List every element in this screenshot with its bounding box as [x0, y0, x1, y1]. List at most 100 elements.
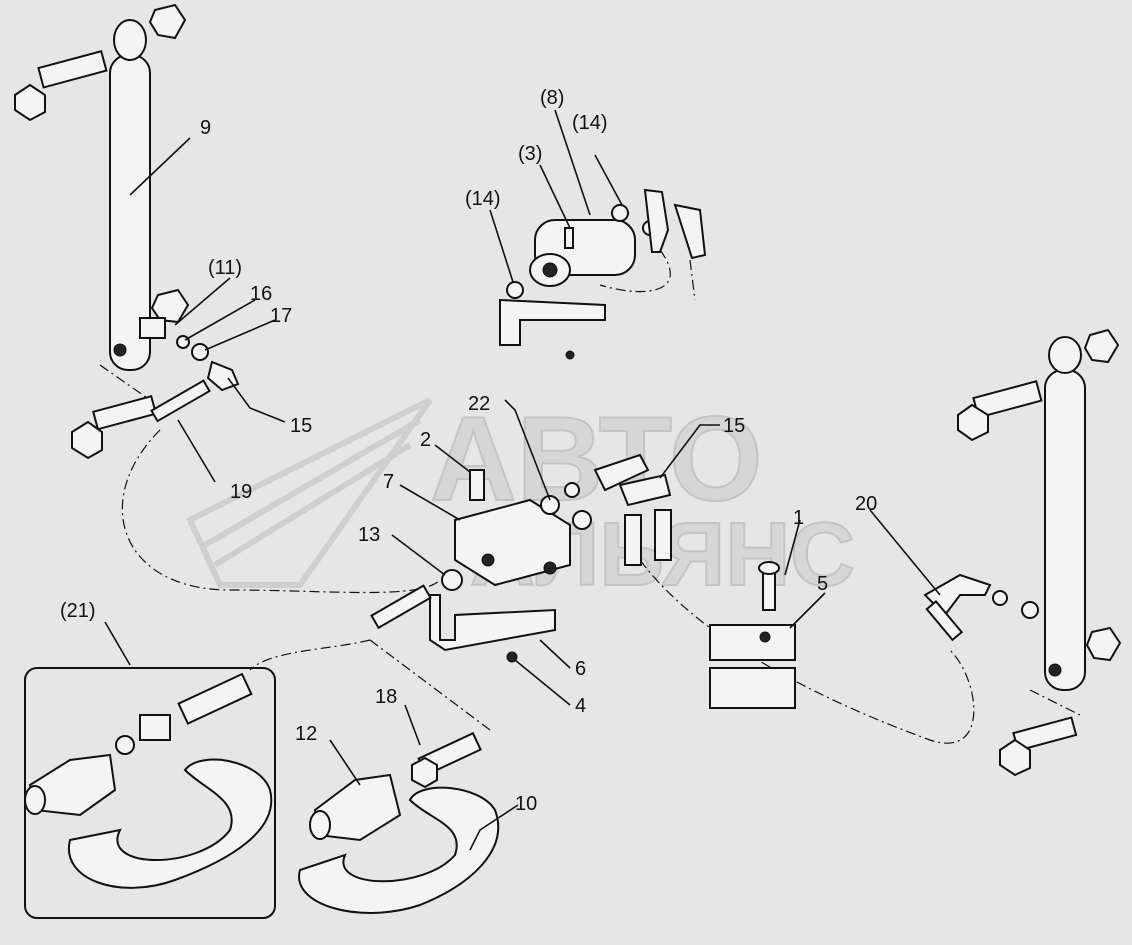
callout-21: (21)	[60, 600, 96, 622]
leader-lines	[104, 109, 941, 851]
dust-strap	[298, 786, 500, 914]
watermark-stripe	[203, 417, 422, 548]
cylinder-body	[1044, 369, 1086, 691]
hose-route	[1029, 689, 1081, 716]
kit-frame	[24, 667, 276, 919]
bolt-head	[14, 83, 46, 122]
hose-end	[673, 203, 707, 260]
elbow-fitting	[206, 360, 240, 392]
fitting-nut	[411, 756, 438, 789]
callout-16: 16	[250, 283, 272, 305]
nut	[148, 3, 187, 40]
washer	[176, 335, 190, 349]
cylinder-hole	[1048, 663, 1062, 677]
block-port	[481, 553, 495, 567]
hose-end	[177, 672, 253, 725]
leader-5	[789, 592, 826, 629]
clamp-hole	[759, 631, 771, 643]
washer	[564, 482, 580, 498]
hose-end	[925, 600, 964, 642]
elbow-fitting	[618, 473, 672, 507]
hose-end	[150, 379, 211, 423]
callout-22: 22	[468, 393, 490, 415]
elbow-fitting	[593, 453, 650, 492]
valve-assembly-top	[499, 188, 707, 360]
cylinder-left	[14, 3, 240, 460]
block-port	[543, 561, 557, 575]
seal-ring	[115, 735, 135, 755]
callout-4: 4	[575, 695, 586, 717]
leader-12	[329, 739, 361, 786]
callout-19: 19	[230, 481, 252, 503]
callout-11: (11)	[208, 257, 242, 279]
hose-route	[249, 639, 371, 671]
callout-17: 17	[270, 305, 292, 327]
hose-routes	[99, 249, 1081, 744]
callout-15a: 15	[290, 415, 312, 437]
callout-14a: (14)	[465, 188, 501, 210]
leader-4	[514, 659, 571, 706]
callout-15b: 15	[723, 415, 745, 437]
leader-13	[391, 534, 446, 576]
leader-14a	[489, 209, 514, 283]
watermark-line1: АВТО	[430, 392, 762, 526]
leader-10	[469, 804, 519, 851]
nut	[1083, 328, 1120, 364]
fitting	[540, 495, 560, 515]
valve-port-hole	[542, 262, 558, 278]
leader-11	[174, 277, 231, 326]
clamp-block	[709, 561, 796, 709]
callout-14b: (14)	[572, 112, 608, 134]
callout-9: 9	[200, 117, 211, 139]
hose-route-left	[121, 429, 441, 594]
leader-2	[434, 444, 471, 473]
hose-end	[370, 584, 432, 630]
hose-end	[624, 514, 642, 566]
seal-ring	[191, 343, 209, 361]
bolt-head	[999, 738, 1031, 777]
callout-2: 2	[420, 429, 431, 451]
clamp-screw	[762, 569, 776, 611]
leader-18	[404, 704, 421, 746]
valve-block-center	[370, 453, 672, 663]
mounting-bracket	[429, 594, 556, 652]
coupler-12	[298, 731, 500, 914]
leader-7	[399, 484, 461, 521]
marker-dot	[506, 651, 518, 663]
fitting	[611, 204, 629, 222]
leader-9	[129, 137, 191, 196]
callout-12: 12	[295, 723, 317, 745]
bolt-shank	[37, 50, 108, 89]
nut	[1085, 626, 1122, 662]
spacer	[139, 317, 166, 339]
coupling-kit	[24, 667, 276, 919]
leader-15a	[227, 377, 286, 423]
watermark-wing	[186, 397, 433, 588]
callout-5: 5	[817, 573, 828, 595]
callout-3: (3)	[518, 143, 542, 165]
adapter	[139, 714, 171, 741]
leader-1	[784, 519, 801, 576]
hose-route	[369, 639, 491, 731]
hose-route	[689, 259, 696, 301]
clamp-upper	[709, 624, 796, 661]
callout-7: 7	[383, 471, 394, 493]
leader-21	[104, 621, 131, 666]
bolt-head	[71, 420, 103, 460]
bolt-shank	[92, 395, 158, 431]
watermark-stripe	[213, 442, 412, 568]
leader-15b	[659, 424, 720, 479]
hose-route-top	[599, 249, 671, 293]
leader-22	[504, 399, 551, 501]
callout-10: 10	[515, 793, 537, 815]
marker-dot	[565, 350, 575, 360]
leader-8	[554, 109, 591, 216]
hose-end	[643, 188, 670, 253]
leader-17	[204, 319, 276, 351]
callout-8: (8)	[540, 87, 564, 109]
callout-13: 13	[358, 524, 380, 546]
clamp-lower	[709, 667, 796, 709]
fitting	[441, 569, 463, 591]
